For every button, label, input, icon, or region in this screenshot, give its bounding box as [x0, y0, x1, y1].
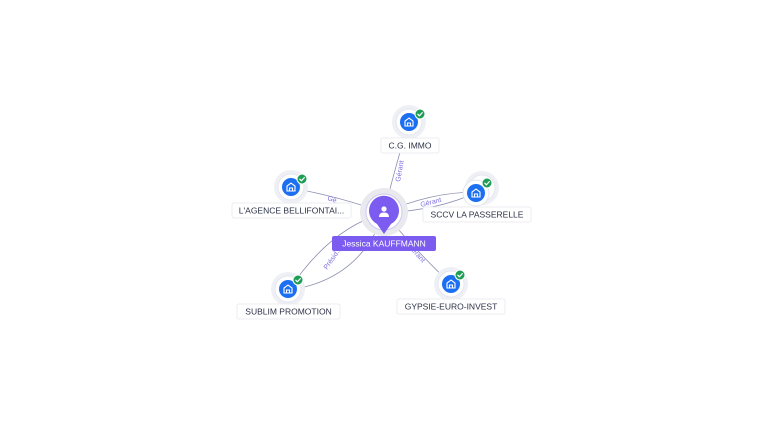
company-node-gypsie-euro-invest[interactable]: GYPSIE-EURO-INVEST	[396, 267, 506, 315]
company-icon	[471, 188, 481, 198]
company-label-sublim-promotion: SUBLIM PROMOTION	[245, 307, 331, 317]
check-icon	[414, 108, 426, 120]
edge-label-cg-immo: Gérant	[395, 160, 406, 182]
company-icon	[446, 279, 456, 289]
company-label-agence-bellifontaine: L'AGENCE BELLIFONTAI...	[239, 206, 344, 216]
check-icon	[292, 274, 304, 286]
company-label-cg-immo: C.G. IMMO	[389, 141, 432, 151]
company-label-sccv-la-passerelle: SCCV LA PASSERELLE	[431, 210, 524, 220]
company-label-gypsie-euro-invest: GYPSIE-EURO-INVEST	[405, 302, 498, 312]
edge-label-sccv-la-passerelle: Gérant	[420, 197, 443, 209]
company-node-agence-bellifontaine[interactable]: L'AGENCE BELLIFONTAI...	[231, 170, 352, 219]
company-icon	[286, 182, 296, 192]
check-icon	[481, 177, 493, 189]
company-node-sccv-la-passerelle[interactable]: SCCV LA PASSERELLE	[422, 171, 532, 223]
person-node[interactable]: Jessica KAUFFMANN	[332, 188, 436, 251]
company-icon	[404, 117, 414, 127]
company-node-sublim-promotion[interactable]: SUBLIM PROMOTION	[236, 272, 341, 320]
check-icon	[296, 173, 308, 185]
person-icon	[379, 206, 389, 217]
company-icon	[283, 284, 293, 294]
company-node-cg-immo[interactable]: C.G. IMMO	[380, 105, 440, 154]
check-icon	[454, 269, 466, 281]
person-label: Jessica KAUFFMANN	[342, 239, 426, 249]
edge-label-agence-bellifontaine: Gé...	[326, 195, 343, 206]
